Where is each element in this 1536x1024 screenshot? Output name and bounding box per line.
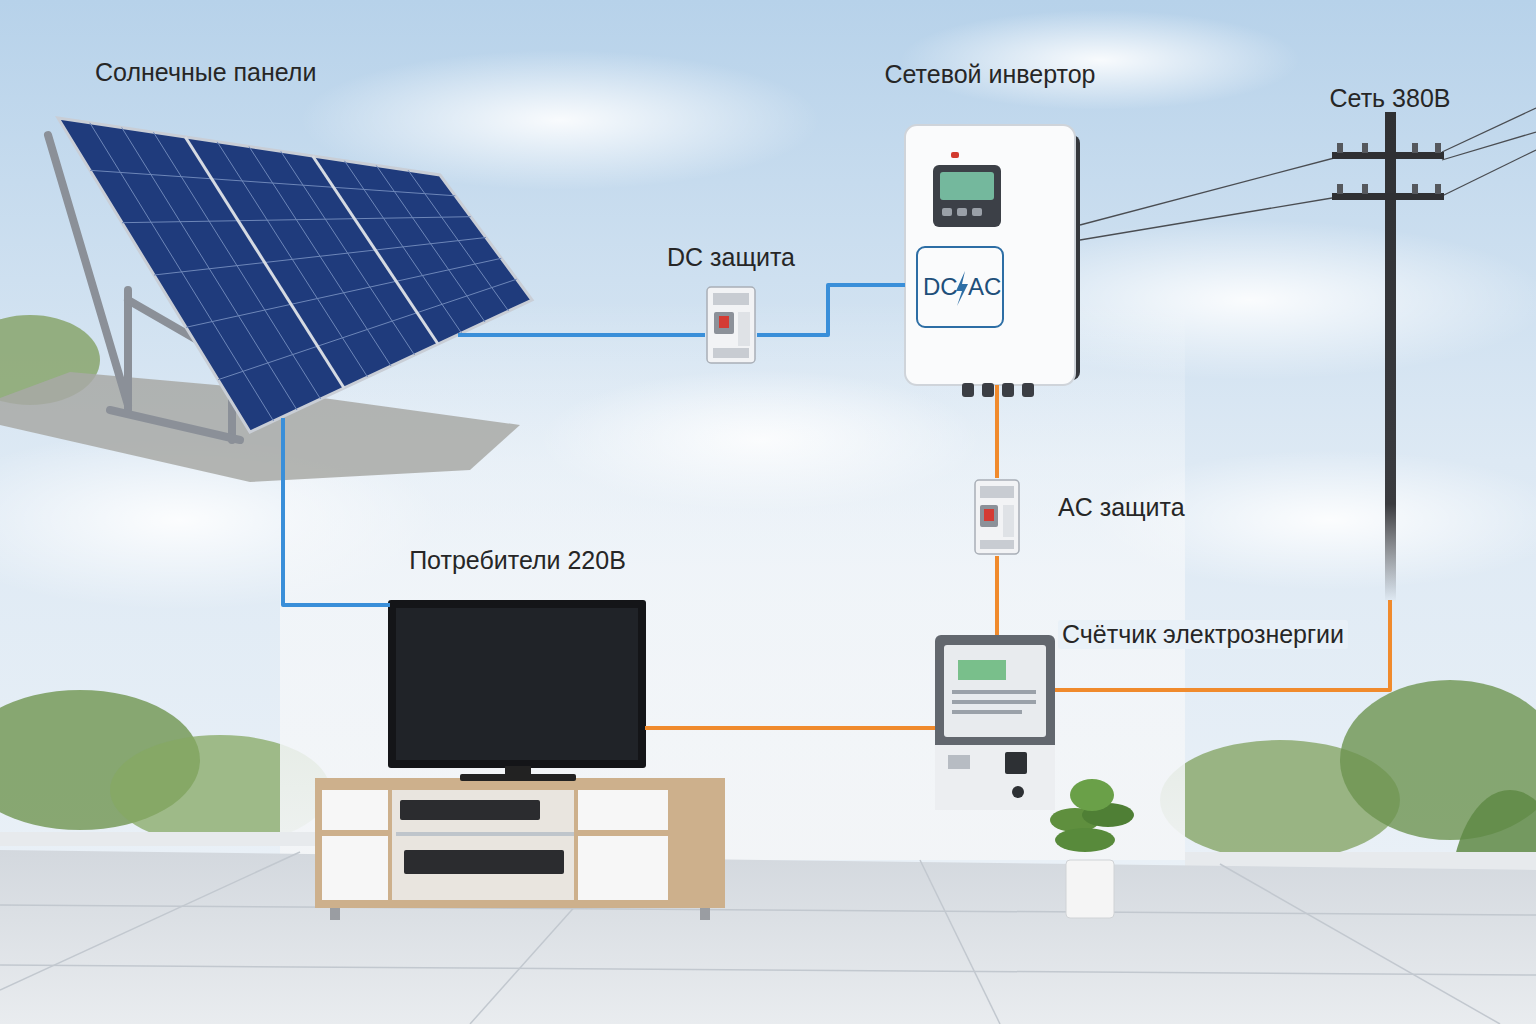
meter-node: Счётчик электрознергии [935,635,1055,810]
tv-illustration [388,600,646,781]
cable-line [645,726,935,730]
cable-line [995,556,999,635]
dc-protection-node: DC защита [705,285,757,365]
node-heading: DC защита [667,243,795,272]
inverter-ac-label: AC [968,273,1001,301]
inverter-node: Сетевой инверторDCAC [905,125,1075,385]
node-heading: Солнечные панели [95,58,316,87]
solar-panel-node: Солнечные панели [40,115,532,435]
tv-cabinet-illustration [315,778,725,920]
roof-floor [0,832,1536,1024]
dc-breaker-illustration [707,287,755,363]
cable-line [532,333,705,337]
consumer-node: Потребители 220В [390,600,645,780]
node-heading: Счётчик электрознергии [1058,620,1348,649]
power-pole [1080,108,1536,602]
potted-plant [1050,779,1134,918]
ac-protection-node: AC защита [973,478,1021,556]
grid-node: Сеть 380В [1340,120,1440,600]
cable-line [283,435,390,605]
cable-line [757,285,905,335]
node-heading: Потребители 220В [409,546,626,575]
ac-breaker-illustration [975,480,1019,554]
solar-panel-illustration [0,118,533,482]
cable-line [995,385,999,478]
node-heading: Сеть 380В [1330,84,1451,113]
node-heading: AC защита [1058,493,1185,522]
inverter-dc-label: DC [923,273,958,301]
cable-line [1055,600,1390,690]
node-heading: Сетевой инвертор [884,60,1095,89]
meter-illustration [935,635,1055,810]
inverter-illustration [905,125,1080,397]
